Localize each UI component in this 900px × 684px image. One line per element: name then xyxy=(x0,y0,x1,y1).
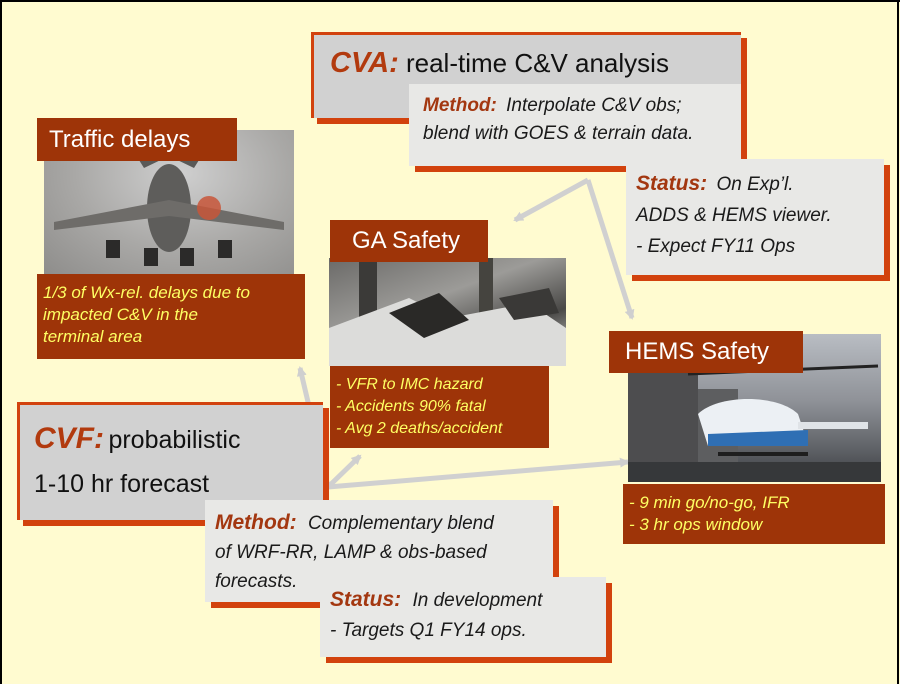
hems-photo xyxy=(628,334,881,482)
cva-status-line3: - Expect FY11 Ops xyxy=(636,236,796,257)
traffic-title: Traffic delays xyxy=(49,126,191,153)
ga-desc-box: - VFR to IMC hazard - Accidents 90% fata… xyxy=(330,366,549,448)
arrow-cva-to-ga xyxy=(513,177,590,223)
ga-line1: - VFR to IMC hazard xyxy=(336,376,483,393)
cva-status-box: Status: On Exp’l. ADDS & HEMS viewer. - … xyxy=(626,159,884,275)
helicopter-icon xyxy=(628,354,881,482)
cva-method-line2: blend with GOES & terrain data. xyxy=(423,123,694,144)
hems-desc-box: - 9 min go/no-go, IFR - 3 hr ops window xyxy=(623,484,885,544)
cva-status-label: Status: xyxy=(636,172,708,195)
hems-title: HEMS Safety xyxy=(625,338,770,365)
cvf-text1: probabilistic xyxy=(108,426,241,454)
traffic-title-box: Traffic delays xyxy=(37,118,237,161)
cva-method-box: Method: Interpolate C&V obs; blend with … xyxy=(409,84,741,166)
cvf-text2: 1-10 hr forecast xyxy=(34,470,210,498)
cva-text: real-time C&V analysis xyxy=(405,48,669,78)
frame-left-border xyxy=(0,0,2,684)
cvf-method-line1: Complementary blend xyxy=(307,513,494,534)
cvf-status-line1: In development xyxy=(412,590,543,611)
cva-label: CVA: xyxy=(330,47,399,79)
frame-right-border xyxy=(897,0,899,684)
traffic-desc-box: 1/3 of Wx-rel. delays due to impacted C&… xyxy=(37,274,305,359)
arrow-cvf-to-hems xyxy=(327,457,630,490)
ga-title: GA Safety xyxy=(352,227,461,254)
ga-title-box: GA Safety xyxy=(330,220,488,262)
traffic-line3: terminal area xyxy=(43,327,143,346)
hems-title-box: HEMS Safety xyxy=(609,331,803,373)
traffic-line2: impacted C&V in the xyxy=(43,305,198,324)
frame-top-border xyxy=(0,0,900,2)
cva-status-line2: ADDS & HEMS viewer. xyxy=(636,205,832,226)
arrow-cva-to-hems xyxy=(585,179,635,320)
cvf-method-line3: forecasts. xyxy=(215,571,298,592)
cva-method-line1: Interpolate C&V obs; xyxy=(506,95,682,116)
ga-photo xyxy=(329,258,566,366)
ga-line2: - Accidents 90% fatal xyxy=(336,398,486,415)
cva-status-line1: On Exp’l. xyxy=(716,174,794,195)
hems-line2: - 3 hr ops window xyxy=(629,515,763,534)
cvf-label: CVF: xyxy=(34,422,104,455)
arrow-cvf-to-ga xyxy=(326,454,362,489)
cvf-status-box: Status: In development - Targets Q1 FY14… xyxy=(320,577,606,657)
cvf-status-label: Status: xyxy=(330,588,402,611)
cvf-method-line2: of WRF-RR, LAMP & obs-based xyxy=(215,542,487,563)
crash-wreckage-icon xyxy=(329,258,566,366)
ga-line3: - Avg 2 deaths/accident xyxy=(336,420,503,437)
cvf-status-line2: - Targets Q1 FY14 ops. xyxy=(330,620,527,641)
cvf-method-label: Method: xyxy=(215,511,297,534)
hems-line1: - 9 min go/no-go, IFR xyxy=(629,493,790,512)
cva-method-label: Method: xyxy=(423,95,497,116)
traffic-line1: 1/3 of Wx-rel. delays due to xyxy=(43,283,250,302)
